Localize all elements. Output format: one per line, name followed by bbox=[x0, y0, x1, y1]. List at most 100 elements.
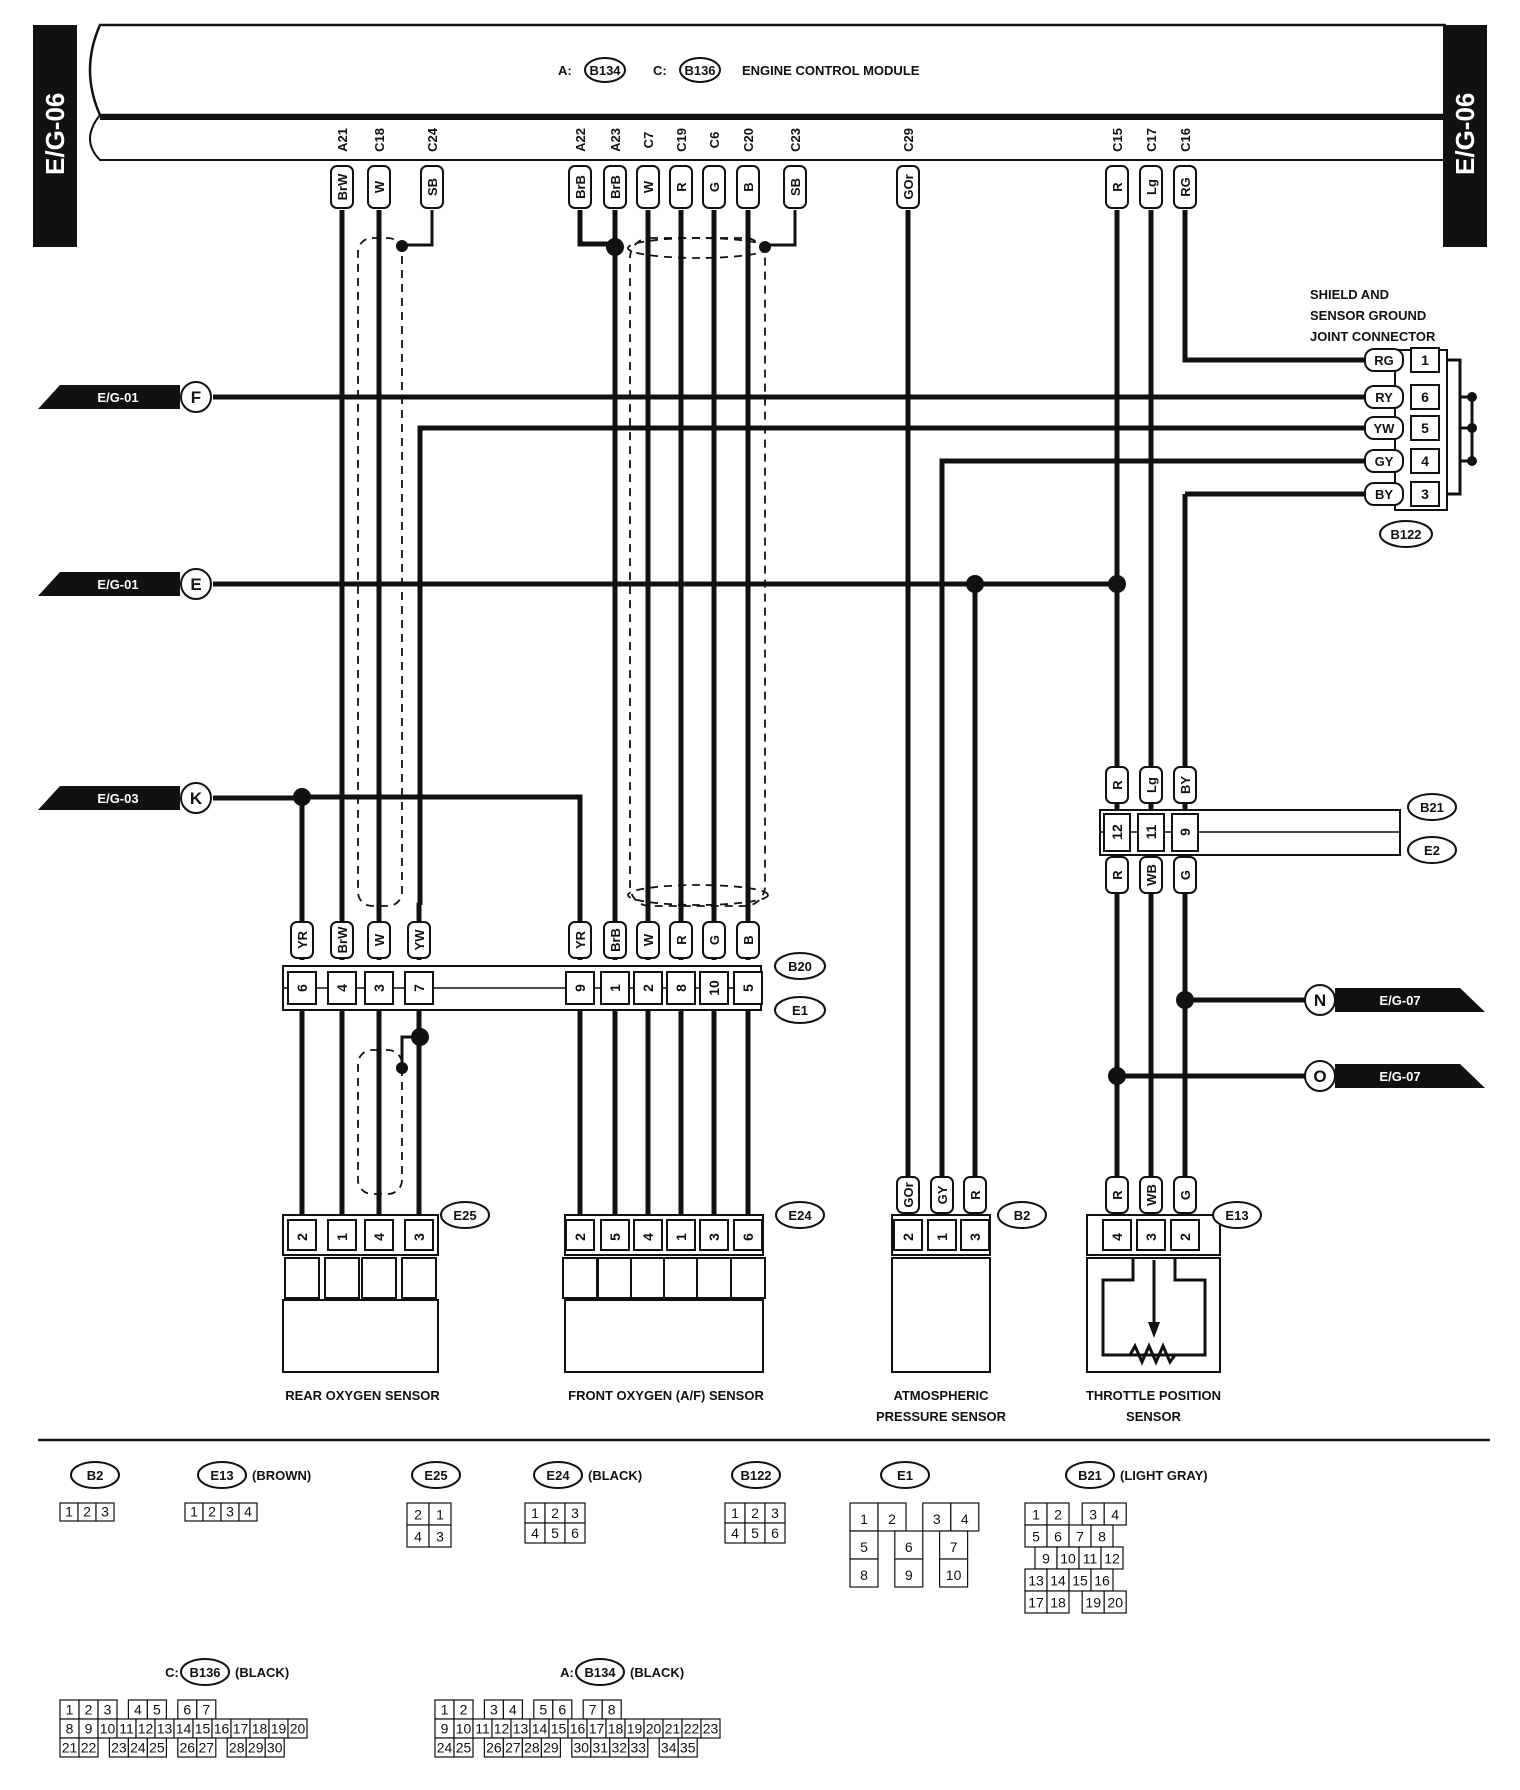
sensor-B2-color-1-text: GY bbox=[935, 1185, 950, 1204]
legend-B134-pin: 29 bbox=[543, 1739, 559, 1755]
e2-wire-color-1: WB bbox=[1139, 856, 1163, 894]
legend-E25-pin: 4 bbox=[414, 1529, 422, 1545]
legend-B134-pin: 22 bbox=[684, 1720, 700, 1736]
legend-E24-note: (BLACK) bbox=[588, 1468, 642, 1483]
joint-row-color: GY bbox=[1375, 454, 1394, 469]
legend-E1-pin: 1 bbox=[860, 1511, 868, 1527]
legend-E25-pin: 3 bbox=[436, 1529, 444, 1545]
ecm-title-line: A: B134 C: B136 ENGINE CONTROL MODULE bbox=[558, 57, 920, 83]
legend-B21-pin: 7 bbox=[1076, 1529, 1084, 1545]
b20-wire-color-r1: BrB bbox=[603, 921, 627, 959]
sensor-B2-name-0: ATMOSPHERIC bbox=[893, 1388, 989, 1403]
b20-pin-r1: 1 bbox=[607, 984, 623, 992]
b21-wire-color-1-text: Lg bbox=[1144, 777, 1159, 793]
legend-B2-pin: 2 bbox=[83, 1504, 91, 1520]
legend-E13-pin: 3 bbox=[226, 1504, 234, 1520]
legend-E13-id: E13 bbox=[210, 1468, 233, 1483]
legend-B21-pin: 3 bbox=[1089, 1507, 1097, 1523]
legend-E13-pin: 1 bbox=[190, 1504, 198, 1520]
sensor-E24-id: E24 bbox=[788, 1208, 812, 1223]
ecm-wire-color-C23: SB bbox=[783, 165, 807, 209]
ecm-wire-color-C7: W bbox=[636, 165, 660, 209]
sensor-E13-name-1: SENSOR bbox=[1126, 1409, 1182, 1424]
sensor-B2-color-2: R bbox=[963, 1176, 987, 1214]
legend-B136-pin: 2 bbox=[85, 1701, 93, 1717]
legend-B2-pin: 1 bbox=[65, 1504, 73, 1520]
offpage-letter-O: O bbox=[1313, 1067, 1326, 1086]
b20-pin-4: 4 bbox=[334, 984, 350, 992]
offpage-page-K: E/G-03 bbox=[97, 791, 138, 806]
ecm-wire-color-C20: B bbox=[736, 165, 760, 209]
b20-wire-color-0-text: YR bbox=[295, 930, 310, 949]
sensor-E24-pin-3: 3 bbox=[706, 1233, 722, 1241]
legend-E1-id: E1 bbox=[897, 1468, 913, 1483]
legend-B122-pin: 6 bbox=[771, 1525, 779, 1541]
b21-pin-11: 11 bbox=[1143, 824, 1159, 839]
ecm-wire-color-C18-text: W bbox=[372, 180, 387, 193]
legend-B21-pin: 15 bbox=[1072, 1573, 1088, 1589]
ecm-title: ENGINE CONTROL MODULE bbox=[742, 63, 920, 78]
e1-id: E1 bbox=[792, 1003, 808, 1018]
legend-B134-pin: 12 bbox=[494, 1720, 510, 1736]
ecm-wire-color-C15-text: R bbox=[1110, 182, 1125, 192]
legend-B21-note: (LIGHT GRAY) bbox=[1120, 1468, 1208, 1483]
b20-pin-r2: 2 bbox=[640, 984, 656, 992]
legend-B21-pin: 4 bbox=[1111, 1507, 1119, 1523]
legend-B136-pin: 22 bbox=[81, 1739, 97, 1755]
sensor-E13-color-0: R bbox=[1105, 1176, 1129, 1214]
legend-E24-pin: 6 bbox=[571, 1525, 579, 1541]
b20-wire-color-r2: W bbox=[636, 921, 660, 959]
ecm-pin-A21: A21 bbox=[335, 128, 350, 152]
legend-B134-pin: 9 bbox=[441, 1720, 449, 1736]
legend-E13-pin: 4 bbox=[244, 1504, 252, 1520]
sensor-B2-color-0: GOr bbox=[896, 1176, 920, 1214]
offpage-page-F: E/G-01 bbox=[97, 390, 138, 405]
legend-E25-pin: 1 bbox=[436, 1507, 444, 1523]
legend-B21-pin: 8 bbox=[1098, 1529, 1106, 1545]
legend-E1-pin: 2 bbox=[888, 1511, 896, 1527]
legend-B136-pin: 1 bbox=[66, 1701, 74, 1717]
legend-B136-pin: 30 bbox=[267, 1739, 283, 1755]
legend-E1-pin: 7 bbox=[950, 1539, 958, 1555]
legend-B136-pin: 15 bbox=[195, 1720, 211, 1736]
ecm-pin-C18: C18 bbox=[372, 128, 387, 152]
wires bbox=[213, 210, 1395, 1220]
legend-B136-pin: 26 bbox=[180, 1739, 196, 1755]
legend-B136-pin: 20 bbox=[290, 1720, 306, 1736]
sensor-B2-id: B2 bbox=[1014, 1208, 1031, 1223]
legend-B136-pin: 28 bbox=[229, 1739, 245, 1755]
sensor-B2-name-1: PRESSURE SENSOR bbox=[876, 1409, 1007, 1424]
ecm-pin-C6: C6 bbox=[707, 132, 722, 149]
ecm-wire-color-C16: RG bbox=[1173, 165, 1197, 209]
b20-wire-color-r2-text: W bbox=[641, 933, 656, 946]
sensor-E25-pin-4: 4 bbox=[371, 1233, 387, 1241]
sensor-E25-pin-3: 3 bbox=[411, 1233, 427, 1241]
sensor-B2-pin-1: 1 bbox=[934, 1233, 950, 1241]
b21-pin-12: 12 bbox=[1109, 824, 1125, 840]
legend-E1-pin: 6 bbox=[905, 1539, 913, 1555]
legend-B21-pin: 14 bbox=[1050, 1573, 1066, 1589]
sensor-E13-pin-4: 4 bbox=[1109, 1233, 1125, 1241]
sensor-E24-pin-5: 5 bbox=[607, 1233, 623, 1241]
sensor-E13-color-0-text: R bbox=[1110, 1190, 1125, 1200]
legend-B136-pin: 4 bbox=[134, 1701, 142, 1717]
legend-B134-pin: 3 bbox=[490, 1701, 498, 1717]
ecm-wire-color-C24: SB bbox=[420, 165, 444, 209]
sensor-E13-name-0: THROTTLE POSITION bbox=[1086, 1388, 1221, 1403]
ecm-wire-color-C19-text: R bbox=[674, 182, 689, 192]
sensor-E13-pin-2: 2 bbox=[1177, 1233, 1193, 1241]
legend-B134-pin: 24 bbox=[437, 1739, 453, 1755]
legend-B134-pin: 17 bbox=[589, 1720, 605, 1736]
legend-B21-pin: 19 bbox=[1085, 1595, 1101, 1611]
page-tag-right: E/G-06 bbox=[1443, 25, 1487, 247]
